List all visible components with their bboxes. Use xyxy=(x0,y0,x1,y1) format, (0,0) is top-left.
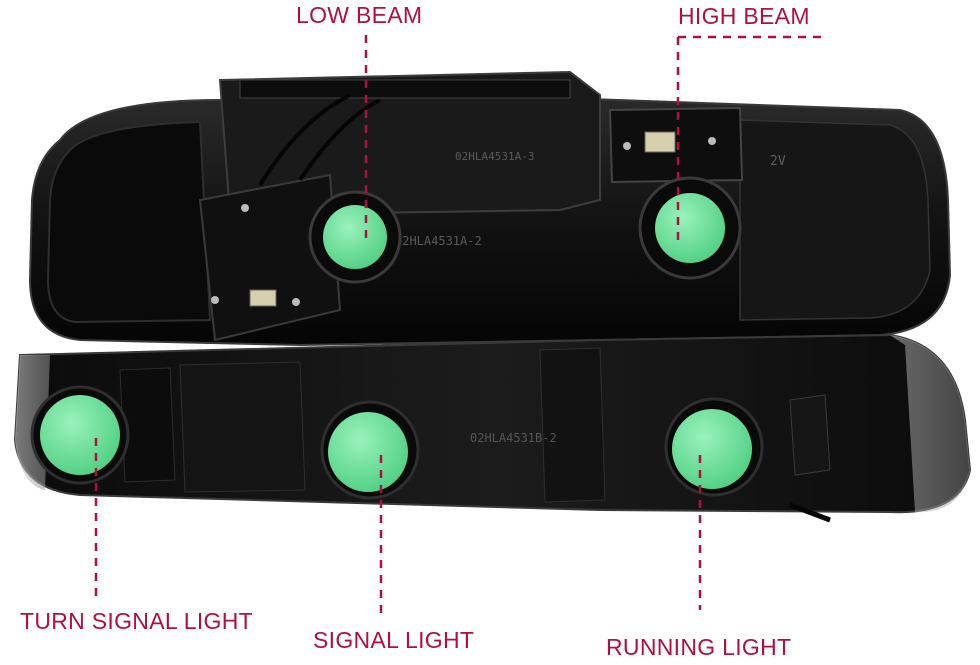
molded-part-number: 02HLA4531A-3 xyxy=(455,150,534,163)
high-beam-label: HIGH BEAM xyxy=(678,3,810,29)
headlight-housing: 02HLA4531A-3 02HLA4531A-2 2V xyxy=(28,70,952,347)
molded-voltage: 2V xyxy=(770,154,786,169)
signal-housing: 02HLA4531B-2 xyxy=(13,333,972,523)
signal-light-label: SIGNAL LIGHT xyxy=(313,627,475,653)
callout-lines xyxy=(94,35,825,618)
low-beam-label: LOW BEAM xyxy=(296,2,423,28)
turn-signal-socket xyxy=(30,385,130,485)
running-light-socket xyxy=(664,397,764,497)
high-beam-socket xyxy=(638,176,742,280)
low-beam-socket xyxy=(308,190,402,284)
molded-part-number: 02HLA4531A-2 xyxy=(395,234,482,248)
signal-socket xyxy=(320,400,420,500)
running-light-label: RUNNING LIGHT xyxy=(606,634,792,660)
turn-signal-light-label: TURN SIGNAL LIGHT xyxy=(20,608,253,634)
molded-part-number: 02HLA4531B-2 xyxy=(470,431,557,445)
